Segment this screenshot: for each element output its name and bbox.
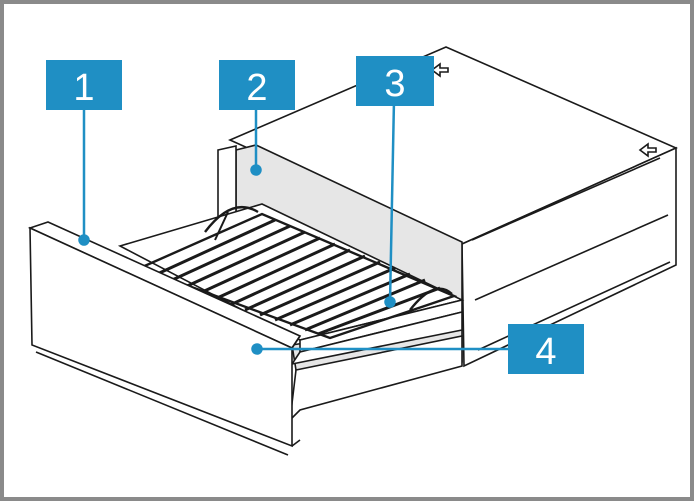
front-panel-corner	[291, 335, 301, 349]
callout-badge	[219, 60, 295, 110]
leader-line-3	[388, 99, 396, 303]
drawer-tray	[117, 203, 465, 423]
callout-badge	[356, 56, 434, 106]
callout-3: 3	[356, 56, 434, 106]
rack-handle-support	[214, 211, 229, 241]
rack-outline	[136, 212, 458, 340]
rack-bar	[169, 224, 291, 283]
rack-bar	[229, 248, 351, 307]
rack-handle	[409, 287, 453, 311]
slide-rail-top	[471, 157, 661, 241]
arrow-icon	[430, 62, 449, 78]
front-panel-bottom-edge	[35, 351, 289, 456]
rack-bar	[154, 218, 276, 277]
leader-dot-4	[251, 343, 263, 355]
callout-number: 2	[246, 67, 267, 109]
rack-bar	[317, 286, 441, 336]
callout-number: 1	[73, 67, 94, 109]
rack-handle	[204, 205, 259, 233]
callout-badge	[508, 324, 584, 374]
rack-bar	[214, 242, 336, 301]
callout-4: 4	[508, 324, 584, 374]
drawer-front-panel	[27, 221, 302, 456]
rack-bar	[259, 260, 381, 317]
rack-bar	[244, 254, 366, 312]
callout-number: 4	[535, 331, 556, 373]
drawer-base	[290, 310, 463, 366]
leader-dot-1	[78, 234, 90, 246]
rack-bar	[304, 278, 426, 332]
arrow-icon	[638, 142, 657, 158]
callout-badge	[46, 60, 122, 110]
housing-right-side	[461, 146, 677, 368]
rack-bar	[199, 236, 321, 295]
leader-dot-2	[250, 164, 262, 176]
slide-rail-mid	[474, 214, 669, 301]
front-panel-corner	[291, 439, 301, 447]
leader-dot-3	[384, 296, 396, 308]
callout-2: 2	[219, 60, 295, 110]
rack-bar	[274, 266, 396, 322]
leader-lines	[78, 99, 510, 355]
callout-number: 3	[384, 63, 405, 105]
rack-bar	[184, 230, 306, 289]
callout-1: 1	[46, 60, 122, 110]
